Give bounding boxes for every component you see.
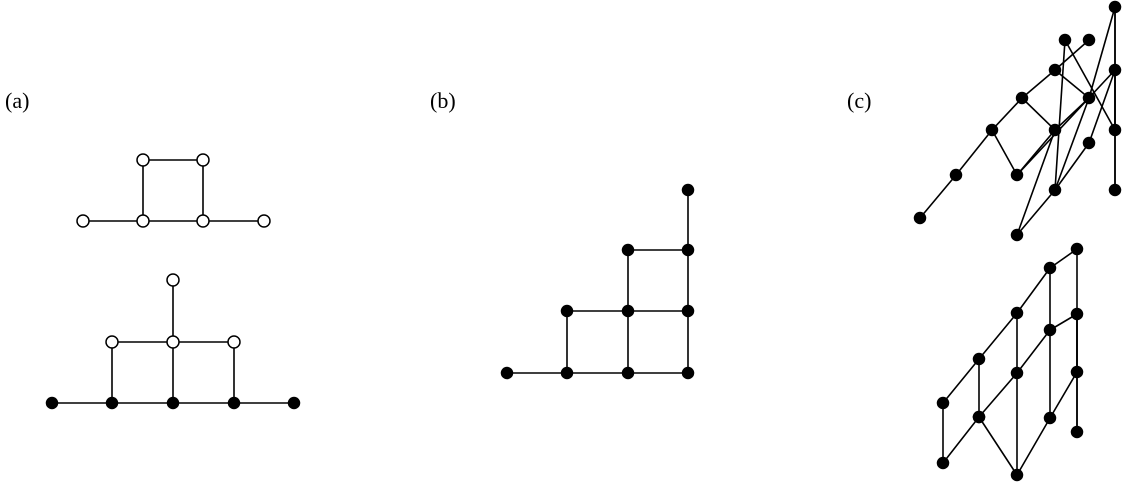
- edge-c-upper-3d-17: [1064, 39, 1116, 131]
- filled-node-c-upper-3d-2: [985, 123, 999, 137]
- filled-node-c-upper-3d-1: [949, 168, 963, 182]
- filled-node-c-lower-3d-10: [1010, 468, 1024, 482]
- edge-c-upper-3d-5: [991, 129, 1018, 176]
- graph-c-lower-3d: [936, 242, 1084, 482]
- filled-node-c-upper-3d-13: [1058, 33, 1072, 47]
- open-node-a-upper-2: [196, 214, 210, 228]
- edge-c-lower-3d-0: [942, 358, 980, 404]
- panel-label-c: (c): [847, 88, 871, 113]
- open-node-a-lower-0: [166, 273, 180, 287]
- filled-node-b-staircase-0: [500, 366, 514, 380]
- edge-c-lower-3d-16: [1049, 371, 1078, 419]
- open-node-a-upper-3: [257, 214, 271, 228]
- filled-node-c-lower-3d-11: [1043, 411, 1057, 425]
- edge-c-upper-3d-10: [1088, 6, 1116, 99]
- edge-c-lower-3d-8: [1016, 329, 1051, 374]
- edge-c-lower-3d-1: [978, 312, 1018, 360]
- edge-c-lower-3d-14: [978, 416, 1018, 476]
- filled-node-c-upper-3d-14: [1108, 63, 1122, 77]
- filled-node-c-lower-3d-1: [972, 352, 986, 366]
- open-node-a-lower-3: [227, 335, 241, 349]
- edge-c-upper-3d-3: [1021, 69, 1056, 99]
- edge-c-upper-3d-14: [1054, 142, 1090, 191]
- edge-c-lower-3d-2: [1016, 267, 1051, 314]
- filled-node-c-lower-3d-6: [1010, 366, 1024, 380]
- panel-label-a: (a): [5, 88, 29, 113]
- open-node-a-upper-4: [136, 153, 150, 167]
- filled-node-c-upper-3d-8: [1082, 91, 1096, 105]
- filled-node-b-staircase-3: [681, 366, 695, 380]
- edge-c-upper-3d-11: [1016, 129, 1056, 236]
- filled-node-a-lower-8: [287, 396, 301, 410]
- filled-node-c-upper-3d-3: [1015, 91, 1029, 105]
- edge-c-lower-3d-15: [1016, 417, 1051, 476]
- open-node-a-lower-2: [166, 335, 180, 349]
- filled-node-a-lower-4: [45, 396, 59, 410]
- edge-c-upper-3d-20: [1016, 69, 1116, 176]
- edge-c-upper-3d-2: [991, 97, 1023, 131]
- edge-c-lower-3d-13: [942, 416, 980, 464]
- open-node-a-upper-5: [196, 153, 210, 167]
- edge-c-upper-3d-15: [1054, 39, 1066, 191]
- filled-node-c-lower-3d-14: [1070, 425, 1084, 439]
- filled-node-c-upper-3d-15: [1108, 123, 1122, 137]
- filled-node-c-lower-3d-3: [1043, 261, 1057, 275]
- filled-node-c-lower-3d-4: [1070, 242, 1084, 256]
- filled-node-c-upper-3d-6: [1010, 168, 1024, 182]
- filled-node-c-upper-3d-10: [1010, 228, 1024, 242]
- filled-node-c-upper-3d-12: [1082, 136, 1096, 150]
- graph-b-staircase: [500, 183, 695, 380]
- filled-node-c-lower-3d-12: [1070, 365, 1084, 379]
- filled-node-c-upper-3d-7: [1048, 123, 1062, 137]
- filled-node-c-upper-3d-11: [1048, 183, 1062, 197]
- edge-c-upper-3d-12: [1054, 97, 1090, 191]
- filled-node-c-lower-3d-8: [936, 456, 950, 470]
- filled-node-b-staircase-8: [681, 243, 695, 257]
- filled-node-b-staircase-1: [560, 366, 574, 380]
- filled-node-a-lower-5: [105, 396, 119, 410]
- edge-c-lower-3d-7: [978, 372, 1018, 418]
- edge-c-upper-3d-6: [1021, 97, 1056, 131]
- filled-node-c-upper-3d-4: [1048, 63, 1062, 77]
- filled-node-c-lower-3d-7: [1043, 323, 1057, 337]
- filled-node-c-upper-3d-0: [913, 211, 927, 225]
- edge-c-upper-3d-7: [1054, 69, 1090, 99]
- filled-node-b-staircase-4: [560, 304, 574, 318]
- graph-a-upper: [76, 153, 271, 228]
- filled-node-c-upper-3d-16: [1108, 183, 1122, 197]
- filled-node-b-staircase-2: [621, 366, 635, 380]
- graphs-layer: [45, 0, 1122, 482]
- open-node-a-lower-1: [105, 335, 119, 349]
- graph-c-upper-3d: [913, 0, 1122, 242]
- panel-label-b: (b): [430, 88, 456, 113]
- open-node-a-upper-1: [136, 214, 150, 228]
- filled-node-c-lower-3d-13: [1070, 307, 1084, 321]
- filled-node-c-upper-3d-9: [1108, 0, 1122, 14]
- filled-node-c-upper-3d-5: [1082, 33, 1096, 47]
- edge-c-upper-3d-13: [1016, 189, 1056, 236]
- filled-node-b-staircase-9: [681, 183, 695, 197]
- filled-node-b-staircase-7: [621, 243, 635, 257]
- filled-node-c-lower-3d-2: [1010, 306, 1024, 320]
- edge-c-upper-3d-0: [919, 174, 957, 219]
- filled-node-b-staircase-5: [621, 304, 635, 318]
- edge-c-upper-3d-4: [1054, 39, 1090, 71]
- filled-node-b-staircase-6: [681, 304, 695, 318]
- open-node-a-upper-0: [76, 214, 90, 228]
- filled-node-a-lower-6: [166, 396, 180, 410]
- filled-node-a-lower-7: [227, 396, 241, 410]
- graph-a-lower: [45, 273, 301, 410]
- edge-c-upper-3d-1: [955, 129, 993, 176]
- filled-node-c-lower-3d-9: [972, 410, 986, 424]
- filled-node-c-lower-3d-0: [936, 396, 950, 410]
